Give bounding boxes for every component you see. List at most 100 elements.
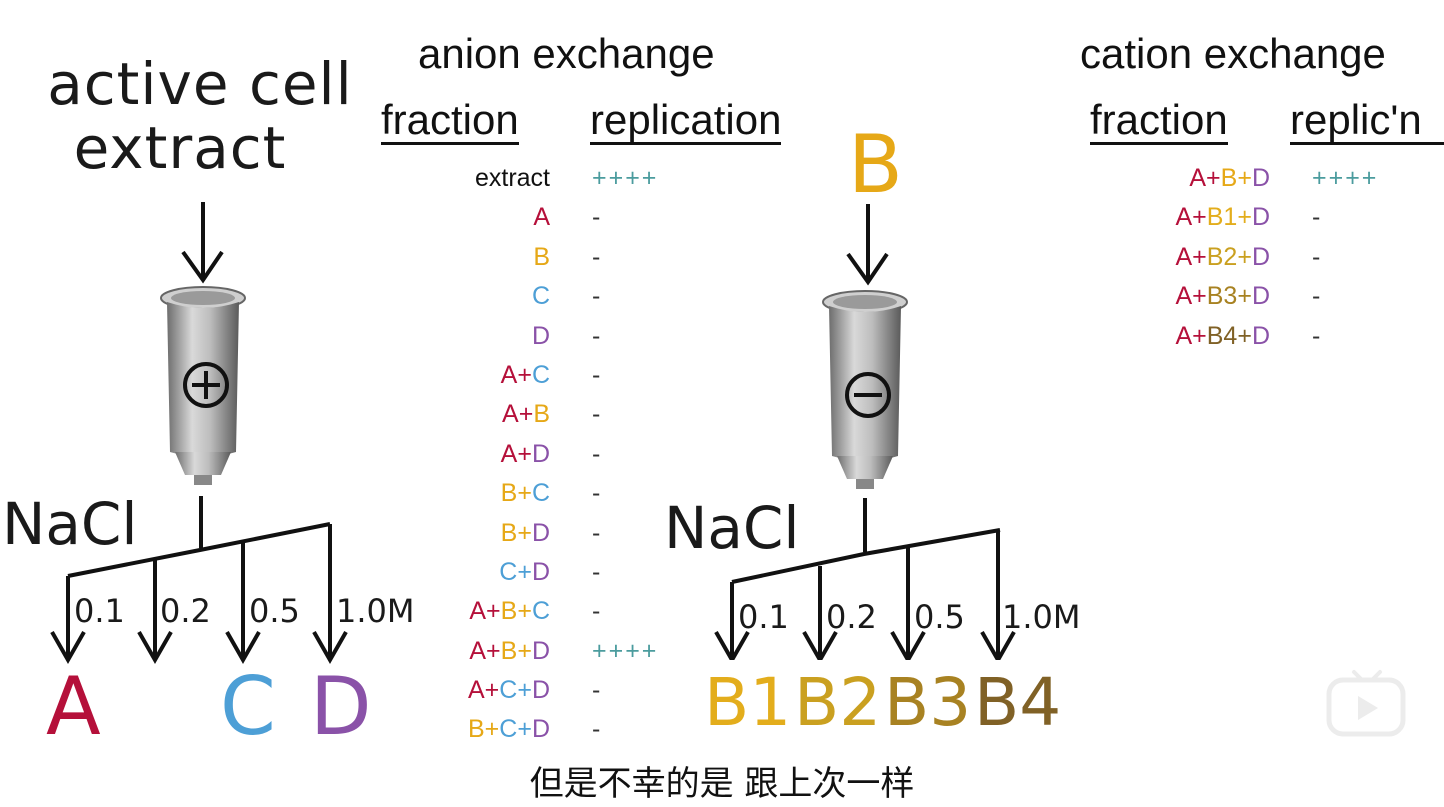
- middle-result-B1: B1: [704, 664, 792, 741]
- anion-row-fraction: A: [533, 203, 550, 232]
- cation-row-replication: -: [1312, 242, 1321, 271]
- left-conc-2: 0.5: [249, 592, 300, 630]
- anion-col-replication: replication: [590, 96, 782, 145]
- anion-row-fraction: A+B+D: [469, 636, 550, 665]
- cation-row: A+B2+D -: [1070, 243, 1370, 282]
- extract-label-line1: active cell: [47, 50, 353, 118]
- left-column-diagram: [50, 202, 348, 665]
- salt-gradient-tree: [50, 496, 348, 665]
- anion-row-replication: -: [592, 282, 601, 311]
- anion-row-fraction: B+C+D: [467, 715, 550, 744]
- anion-row-replication: -: [592, 479, 601, 508]
- anion-row: A+B+D ++++: [350, 637, 690, 676]
- left-salt-label: NaCl: [2, 490, 138, 558]
- cation-row-replication: -: [1312, 321, 1321, 350]
- cation-row: A+B+D ++++: [1070, 164, 1376, 203]
- middle-conc-1: 0.2: [826, 598, 877, 636]
- cation-row-replication: -: [1312, 282, 1321, 311]
- arrow-down-icon: [846, 204, 889, 286]
- anion-row-fraction: D: [531, 321, 550, 350]
- anion-row: A-: [350, 203, 690, 242]
- cation-row: A+B4+D -: [1070, 322, 1370, 361]
- salt-gradient-tree: [714, 498, 1016, 660]
- play-button[interactable]: [1326, 668, 1406, 738]
- anion-row: B+C+D -: [350, 715, 690, 754]
- cation-row: A+B3+D -: [1070, 282, 1370, 321]
- anion-row: C+D -: [350, 558, 690, 597]
- anion-row-fraction: A+B: [502, 400, 550, 429]
- left-conc-1: 0.2: [160, 592, 211, 630]
- anion-col-fraction: fraction: [381, 96, 519, 145]
- middle-conc-2: 0.5: [914, 598, 965, 636]
- anion-row-replication: -: [592, 676, 601, 705]
- anion-row-replication: -: [592, 597, 601, 626]
- extract-label: active cell extract: [30, 52, 370, 180]
- anion-row-replication: -: [592, 400, 601, 429]
- anion-row-fraction: B: [533, 242, 550, 271]
- anion-row-replication: -: [592, 242, 601, 271]
- cation-row-fraction: A+B4+D: [1175, 321, 1270, 350]
- left-result-A: A: [46, 660, 101, 753]
- anion-row: A+B -: [350, 400, 690, 439]
- anion-row: A+C+D -: [350, 676, 690, 715]
- left-conc-0: 0.1: [74, 592, 125, 630]
- arrow-down-icon: [181, 202, 224, 284]
- anion-row: B+D -: [350, 519, 690, 558]
- anion-row-replication: -: [592, 439, 601, 468]
- middle-result-B2: B2: [794, 664, 882, 741]
- anion-row-fraction: B+C: [500, 479, 550, 508]
- anion-row: A+B+C -: [350, 597, 690, 636]
- anion-row-fraction: B+D: [500, 518, 550, 547]
- anion-row: B-: [350, 243, 690, 282]
- middle-input-B: B: [848, 118, 903, 211]
- anion-row-fraction: A+D: [500, 439, 550, 468]
- anion-table: extract++++A-B-C-D-A+C-A+B-A+D-B+C-B+D-C…: [350, 164, 690, 755]
- anion-row-fraction: A+B+C: [469, 597, 550, 626]
- cation-col-fraction: fraction: [1090, 96, 1228, 145]
- anion-row-replication: -: [592, 360, 601, 389]
- cation-title: cation exchange: [1080, 30, 1386, 77]
- cation-column-icon: [822, 290, 908, 489]
- left-result-C: C: [220, 660, 276, 753]
- cation-row-fraction: A+B3+D: [1175, 282, 1270, 311]
- extract-label-line2: extract: [73, 114, 287, 182]
- anion-column-icon: [160, 286, 246, 485]
- middle-result-B4: B4: [974, 664, 1062, 741]
- anion-row: A+C -: [350, 361, 690, 400]
- subtitle: 但是不幸的是 跟上次一样: [529, 764, 915, 804]
- left-conc-3: 1.0M: [336, 592, 415, 630]
- cation-col-replication: replic'n: [1290, 98, 1444, 145]
- middle-conc-3: 1.0M: [1002, 598, 1081, 636]
- left-result-D: D: [310, 660, 372, 753]
- anion-row-replication: -: [592, 518, 601, 547]
- cation-table: A+B+D ++++ A+B1+D - A+B2+D - A+B3+D - A+B4+D -: [1070, 164, 1376, 361]
- play-icon: [1326, 670, 1406, 737]
- anion-row-replication: ++++: [592, 636, 659, 665]
- anion-row-fraction: A+C+D: [467, 676, 550, 705]
- middle-result-B3: B3: [884, 664, 972, 741]
- cation-row-fraction: A+B1+D: [1175, 203, 1270, 232]
- cation-row-replication: -: [1312, 203, 1321, 232]
- middle-conc-0: 0.1: [738, 598, 789, 636]
- anion-row-fraction: C+D: [499, 557, 550, 586]
- anion-row: extract ++++: [350, 164, 690, 203]
- anion-row: D-: [350, 322, 690, 361]
- cation-row-fraction: A+B2+D: [1175, 242, 1270, 271]
- anion-row: B+C -: [350, 479, 690, 518]
- anion-row: A+D -: [350, 440, 690, 479]
- anion-row-replication: -: [592, 715, 601, 744]
- anion-row-replication: -: [592, 203, 601, 232]
- anion-row-replication: -: [592, 321, 601, 350]
- anion-row: C-: [350, 282, 690, 321]
- anion-row-fraction: extract: [474, 164, 550, 192]
- cation-row-fraction: A+B+D: [1189, 164, 1270, 192]
- anion-row-replication: -: [592, 557, 601, 586]
- anion-title: anion exchange: [418, 30, 715, 77]
- cation-row: A+B1+D -: [1070, 203, 1370, 242]
- middle-column-diagram: [714, 204, 1016, 660]
- middle-salt-label: NaCl: [664, 494, 800, 562]
- anion-row-replication: ++++: [592, 164, 659, 192]
- anion-row-fraction: C: [531, 282, 550, 311]
- anion-row-fraction: A+C: [500, 360, 550, 389]
- cation-row-replication: ++++: [1312, 164, 1379, 192]
